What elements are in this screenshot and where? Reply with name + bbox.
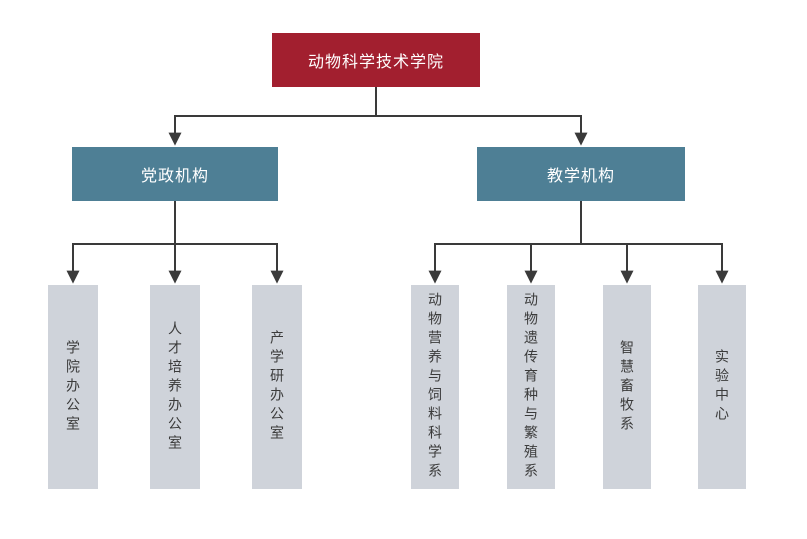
node-party-admin-branch: 党政机构: [72, 147, 278, 201]
leaf-animal-genetics-breeding-reproduction-dept: 动物遗传育种与繁殖系: [507, 285, 555, 489]
leaf-smart-animal-husbandry-dept: 智慧畜牧系: [603, 285, 651, 489]
leaf-experiment-center: 实验中心: [698, 285, 746, 489]
leaf-college-office: 学院办公室: [48, 285, 98, 489]
node-teaching-branch: 教学机构: [477, 147, 685, 201]
node-college-root: 动物科学技术学院: [272, 33, 480, 87]
leaf-talent-training-office: 人才培养办公室: [150, 285, 200, 489]
leaf-industry-academia-research-office: 产学研办公室: [252, 285, 302, 489]
leaf-animal-nutrition-feed-science-dept: 动物营养与饲料科学系: [411, 285, 459, 489]
